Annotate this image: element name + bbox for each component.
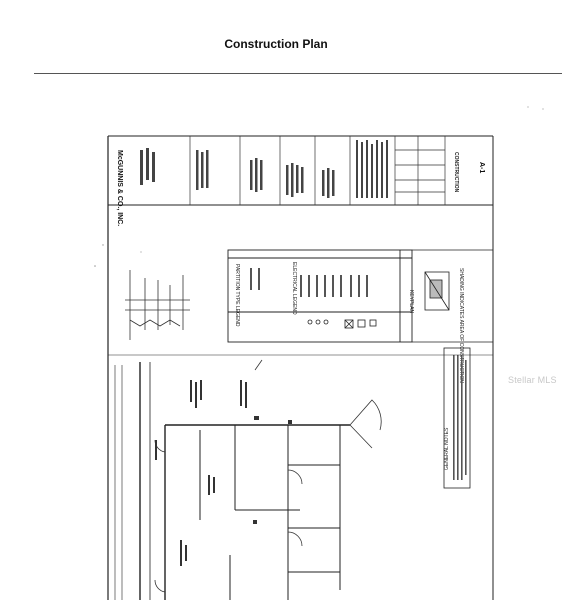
general-notes-text xyxy=(453,355,467,480)
general-notes-box xyxy=(443,347,471,489)
scan-specks xyxy=(94,106,544,267)
watermark: Stellar MLS xyxy=(508,375,557,385)
legend-symbols xyxy=(307,319,377,329)
keyplan xyxy=(412,249,493,343)
electrical-legend-title: ELECTRICAL LEGEND xyxy=(291,262,297,315)
shading-note: SHADING INDICATES AREA OF CONSTRUCTION xyxy=(458,268,464,383)
wall-section-detail xyxy=(125,270,190,340)
title-divider xyxy=(34,73,562,74)
legend-box xyxy=(227,249,413,343)
sheet-title: CONSTRUCTION xyxy=(453,152,459,193)
general-notes-heading: GENERAL NOTES xyxy=(444,427,450,470)
keyplan-label: KEYPLAN xyxy=(408,290,414,313)
partition-legend-title: PARTITION TYPE LEGEND xyxy=(234,264,240,327)
drawing-sheet xyxy=(107,135,494,600)
title-block-text xyxy=(140,140,388,198)
firm-name: McGUNNIS & CO., INC. xyxy=(116,150,123,226)
sheet-number: A-1 xyxy=(478,162,485,173)
title-block xyxy=(189,136,446,205)
floor-plan xyxy=(108,354,493,600)
legend-entries xyxy=(250,268,368,297)
room-labels xyxy=(155,380,292,566)
page-title: Construction Plan xyxy=(224,37,328,51)
door-swings xyxy=(154,359,382,593)
